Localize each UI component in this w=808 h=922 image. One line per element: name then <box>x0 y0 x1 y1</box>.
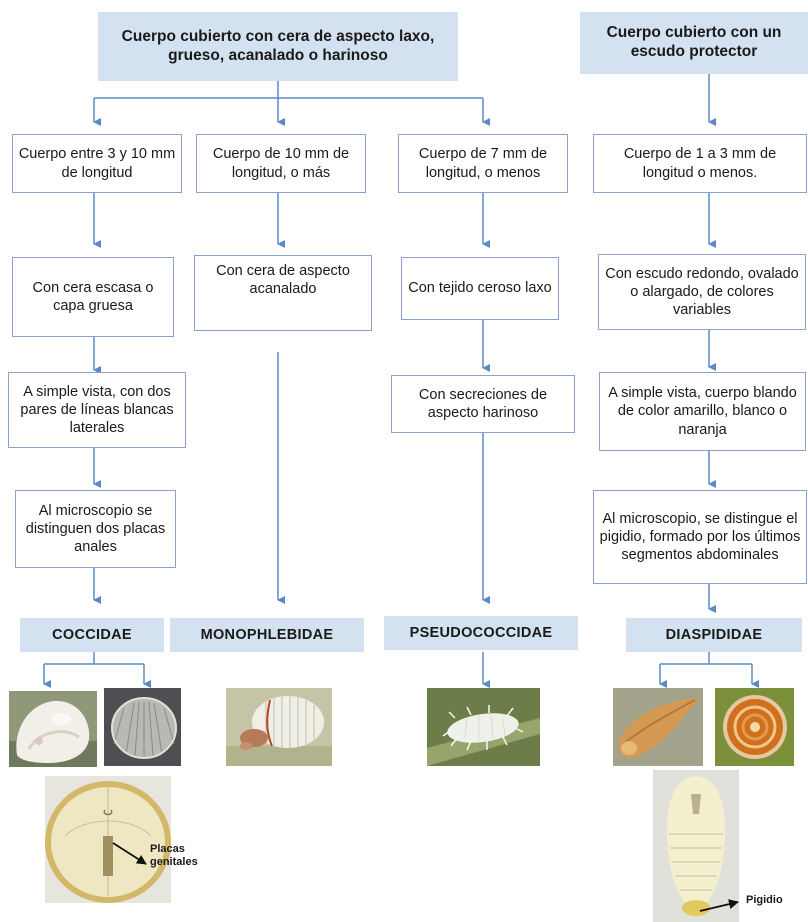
family-coccidae-text: COCCIDAE <box>52 627 132 643</box>
family-coccidae: COCCIDAE <box>20 618 164 652</box>
pseudococcidae-wax-text: Con tejido ceroso laxo <box>408 280 552 297</box>
family-diaspididae-text: DIASPIDIDAE <box>665 627 763 643</box>
coccidae-photo-white-scale <box>9 691 97 767</box>
diaspididae-photo-elongated-scale <box>613 688 703 766</box>
diaspididae-size-text: Cuerpo de 1 a 3 mm de longitud o menos. <box>623 146 777 181</box>
coccidae-eye-box: A simple vista, con dos pares de líneas … <box>8 372 186 448</box>
pseudococcidae-secretion-text: Con secreciones de aspecto harinoso <box>418 386 548 421</box>
diaspididae-photo-round-scale <box>715 688 794 766</box>
pseudococcidae-size-box: Cuerpo de 7 mm de longitud, o menos <box>398 134 568 193</box>
pseudococcidae-wax-box: Con tejido ceroso laxo <box>401 257 559 320</box>
coccidae-size-box: Cuerpo entre 3 y 10 mm de longitud <box>12 134 182 193</box>
monophlebidae-photo <box>226 688 332 766</box>
coccidae-photo-microscope <box>45 776 171 903</box>
family-pseudococcidae: PSEUDOCOCCIDAE <box>384 616 578 650</box>
coccidae-micro-box: Al microscopio se distinguen dos placas … <box>15 490 176 568</box>
monophlebidae-size-box: Cuerpo de 10 mm de longitud, o más <box>196 134 366 193</box>
header-shield-covered: Cuerpo cubierto con un escudo protector <box>580 12 808 74</box>
label-pigidio: Pigidio <box>746 894 796 907</box>
header-wax-text: Cuerpo cubierto con cera de aspecto laxo… <box>121 27 435 64</box>
header-wax-covered: Cuerpo cubierto con cera de aspecto laxo… <box>98 12 458 81</box>
pseudococcidae-secretion-box: Con secreciones de aspecto harinoso <box>391 375 575 433</box>
monophlebidae-size-text: Cuerpo de 10 mm de longitud, o más <box>212 146 350 181</box>
coccidae-photo-striated-scale <box>104 688 181 766</box>
diaspididae-eye-box: A simple vista, cuerpo blando de color a… <box>599 372 806 451</box>
coccidae-eye-text: A simple vista, con dos pares de líneas … <box>20 383 174 437</box>
diaspididae-eye-text: A simple vista, cuerpo blando de color a… <box>608 385 797 438</box>
coccidae-wax-box: Con cera escasa o capa gruesa <box>12 257 174 337</box>
diaspididae-shield-text: Con escudo redondo, ovalado o alargado, … <box>605 265 799 319</box>
pseudococcidae-photo <box>427 688 540 766</box>
family-monophlebidae: MONOPHLEBIDAE <box>170 618 364 652</box>
header-shield-text: Cuerpo cubierto con un escudo protector <box>606 24 782 60</box>
monophlebidae-wax-box: Con cera de aspecto acanalado <box>194 255 372 331</box>
family-pseudococcidae-text: PSEUDOCOCCIDAE <box>409 625 553 641</box>
diaspididae-shield-box: Con escudo redondo, ovalado o alargado, … <box>598 254 806 330</box>
family-diaspididae: DIASPIDIDAE <box>626 618 802 652</box>
label-placas-genitales-text: Placas genitales <box>150 843 198 869</box>
diaspididae-photo-microscope <box>653 770 739 922</box>
diaspididae-size-box: Cuerpo de 1 a 3 mm de longitud o menos. <box>593 134 807 193</box>
coccidae-wax-text: Con cera escasa o capa gruesa <box>32 279 154 314</box>
label-pigidio-text: Pigidio <box>746 894 783 906</box>
monophlebidae-wax-text: Con cera de aspecto acanalado <box>216 263 350 298</box>
label-placas-genitales: Placas genitales <box>150 843 212 869</box>
family-monophlebidae-text: MONOPHLEBIDAE <box>200 627 334 643</box>
coccidae-micro-text: Al microscopio se distinguen dos placas … <box>25 502 166 556</box>
diaspididae-micro-text: Al microscopio, se distingue el pigidio,… <box>599 510 801 564</box>
pseudococcidae-size-text: Cuerpo de 7 mm de longitud, o menos <box>418 146 548 181</box>
diaspididae-micro-box: Al microscopio, se distingue el pigidio,… <box>593 490 807 584</box>
coccidae-size-text: Cuerpo entre 3 y 10 mm de longitud <box>18 146 176 181</box>
